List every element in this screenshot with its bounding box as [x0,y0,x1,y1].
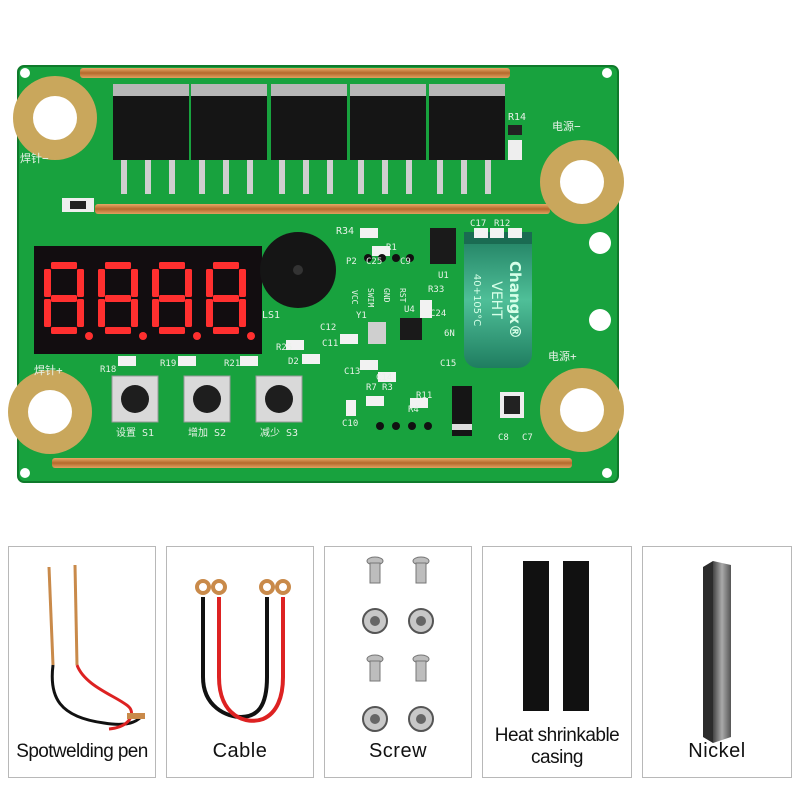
silk-r34: R34 [336,226,354,237]
accessory-card-casing: Heat shrinkable casing [482,546,632,778]
silk-power-neg: 电源− [552,119,581,133]
silk-swim: SWIM [366,288,375,307]
silk-c7: C7 [522,433,533,443]
silk-c11: C11 [322,339,338,349]
caption-nickel: Nickel [688,740,746,762]
caption-casing-line2: casing [531,747,583,768]
silk-vcc: VCC [350,290,359,305]
accessory-card-screw: Screw [324,546,472,778]
silk-rst: RST [398,288,407,303]
display-digit [98,262,147,340]
silk-r19: R19 [160,359,176,369]
silk-d2: D2 [288,357,299,367]
silk-r4: R4 [408,405,419,415]
copper-bar-top [80,68,510,78]
button-s3-decrease [255,375,303,423]
screw-and-washer-illustration [362,556,434,732]
diode [452,386,472,436]
spot-welder-pcb-photo: Changx® VEHT 40+105°C R14 电源− 电源+ 焊针− 焊针… [8,65,624,483]
silk-ls1: LS1 [262,310,280,321]
copper-bar-bottom [52,458,572,468]
ic-u4 [400,318,422,340]
seven-segment-display [34,246,262,354]
silk-c9: C9 [400,257,411,267]
cable-illustration [195,579,291,723]
silk-c25: C25 [366,257,382,267]
silk-r12: R12 [494,219,510,229]
silk-r7: R7 [366,383,377,393]
buzzer [260,232,336,308]
silk-c12: C12 [320,323,336,333]
silk-c13: C13 [344,367,360,377]
spotwelding-pen-illustration [47,564,145,731]
capacitor-brand: Changx® [506,261,524,339]
capacitor-rating: 40+105°C [471,274,482,326]
silk-r14: R14 [508,112,526,123]
terminal-ring-power-neg [540,140,624,224]
display-digit [206,262,255,340]
mount-hole [589,232,611,254]
accessory-card-nickel: Nickel [642,546,792,778]
silk-s2: 增加 S2 [188,426,226,439]
display-digit [44,262,93,340]
crystal-y1 [368,322,386,344]
silk-r1: R1 [386,243,397,253]
silk-c14: C14 [376,373,392,383]
silk-power-pos: 电源+ [548,349,577,363]
silk-s1: 设置 S1 [116,427,154,439]
copper-bar-middle [95,204,550,214]
silk-weld-neg: 焊针− [20,151,49,165]
terminal-ring-weld-neg [13,76,97,160]
button-s1-set [111,375,159,423]
mount-hole [602,68,612,78]
silk-r21: R21 [224,359,240,369]
button-s2-increase [183,375,231,423]
caption-casing-line1: Heat shrinkable [494,725,620,746]
silk-gnd: GND [382,288,391,303]
display-digit [152,262,201,340]
silk-c8: C8 [498,433,509,443]
mount-hole [589,309,611,331]
silk-c24: C24 [430,309,446,319]
caption-cable: Cable [212,740,268,762]
electrolytic-capacitor: Changx® VEHT 40+105°C [464,232,532,368]
silk-u4: U4 [404,305,415,315]
silk-r25: R25 [276,343,292,353]
silk-u1: U1 [438,271,449,281]
mount-hole [20,68,30,78]
silk-weld-pos: 焊针+ [34,363,63,377]
silk-r33: R33 [428,285,444,295]
capacitor-series: VEHT [488,281,504,319]
silk-y1: Y1 [356,311,367,321]
mosfet-row [113,84,505,194]
silk-sn: 6N [444,329,455,339]
silk-c10: C10 [342,419,358,429]
silk-r11: R11 [416,391,432,401]
silk-p2: P2 [346,257,357,267]
silk-r3: R3 [382,383,393,393]
mount-hole [20,468,30,478]
heat-shrink-casing-illustration [523,561,589,711]
caption-heat-shrinkable-casing: Heat shrinkable casing [483,725,631,769]
accessory-card-pen: Spotwelding pen [8,546,156,778]
terminal-ring-weld-pos [8,370,92,454]
nickel-strip-illustration [703,561,731,743]
accessory-card-cable: Cable [166,546,314,778]
mount-hole [602,468,612,478]
silk-c17: C17 [470,219,486,229]
silk-r18: R18 [100,365,116,375]
terminal-ring-power-pos [540,368,624,452]
caption-screw: Screw [368,740,428,762]
silk-c15: C15 [440,359,456,369]
caption-spotwelding-pen: Spotwelding pen [16,741,148,762]
silk-s3: 减少 S3 [260,427,298,439]
